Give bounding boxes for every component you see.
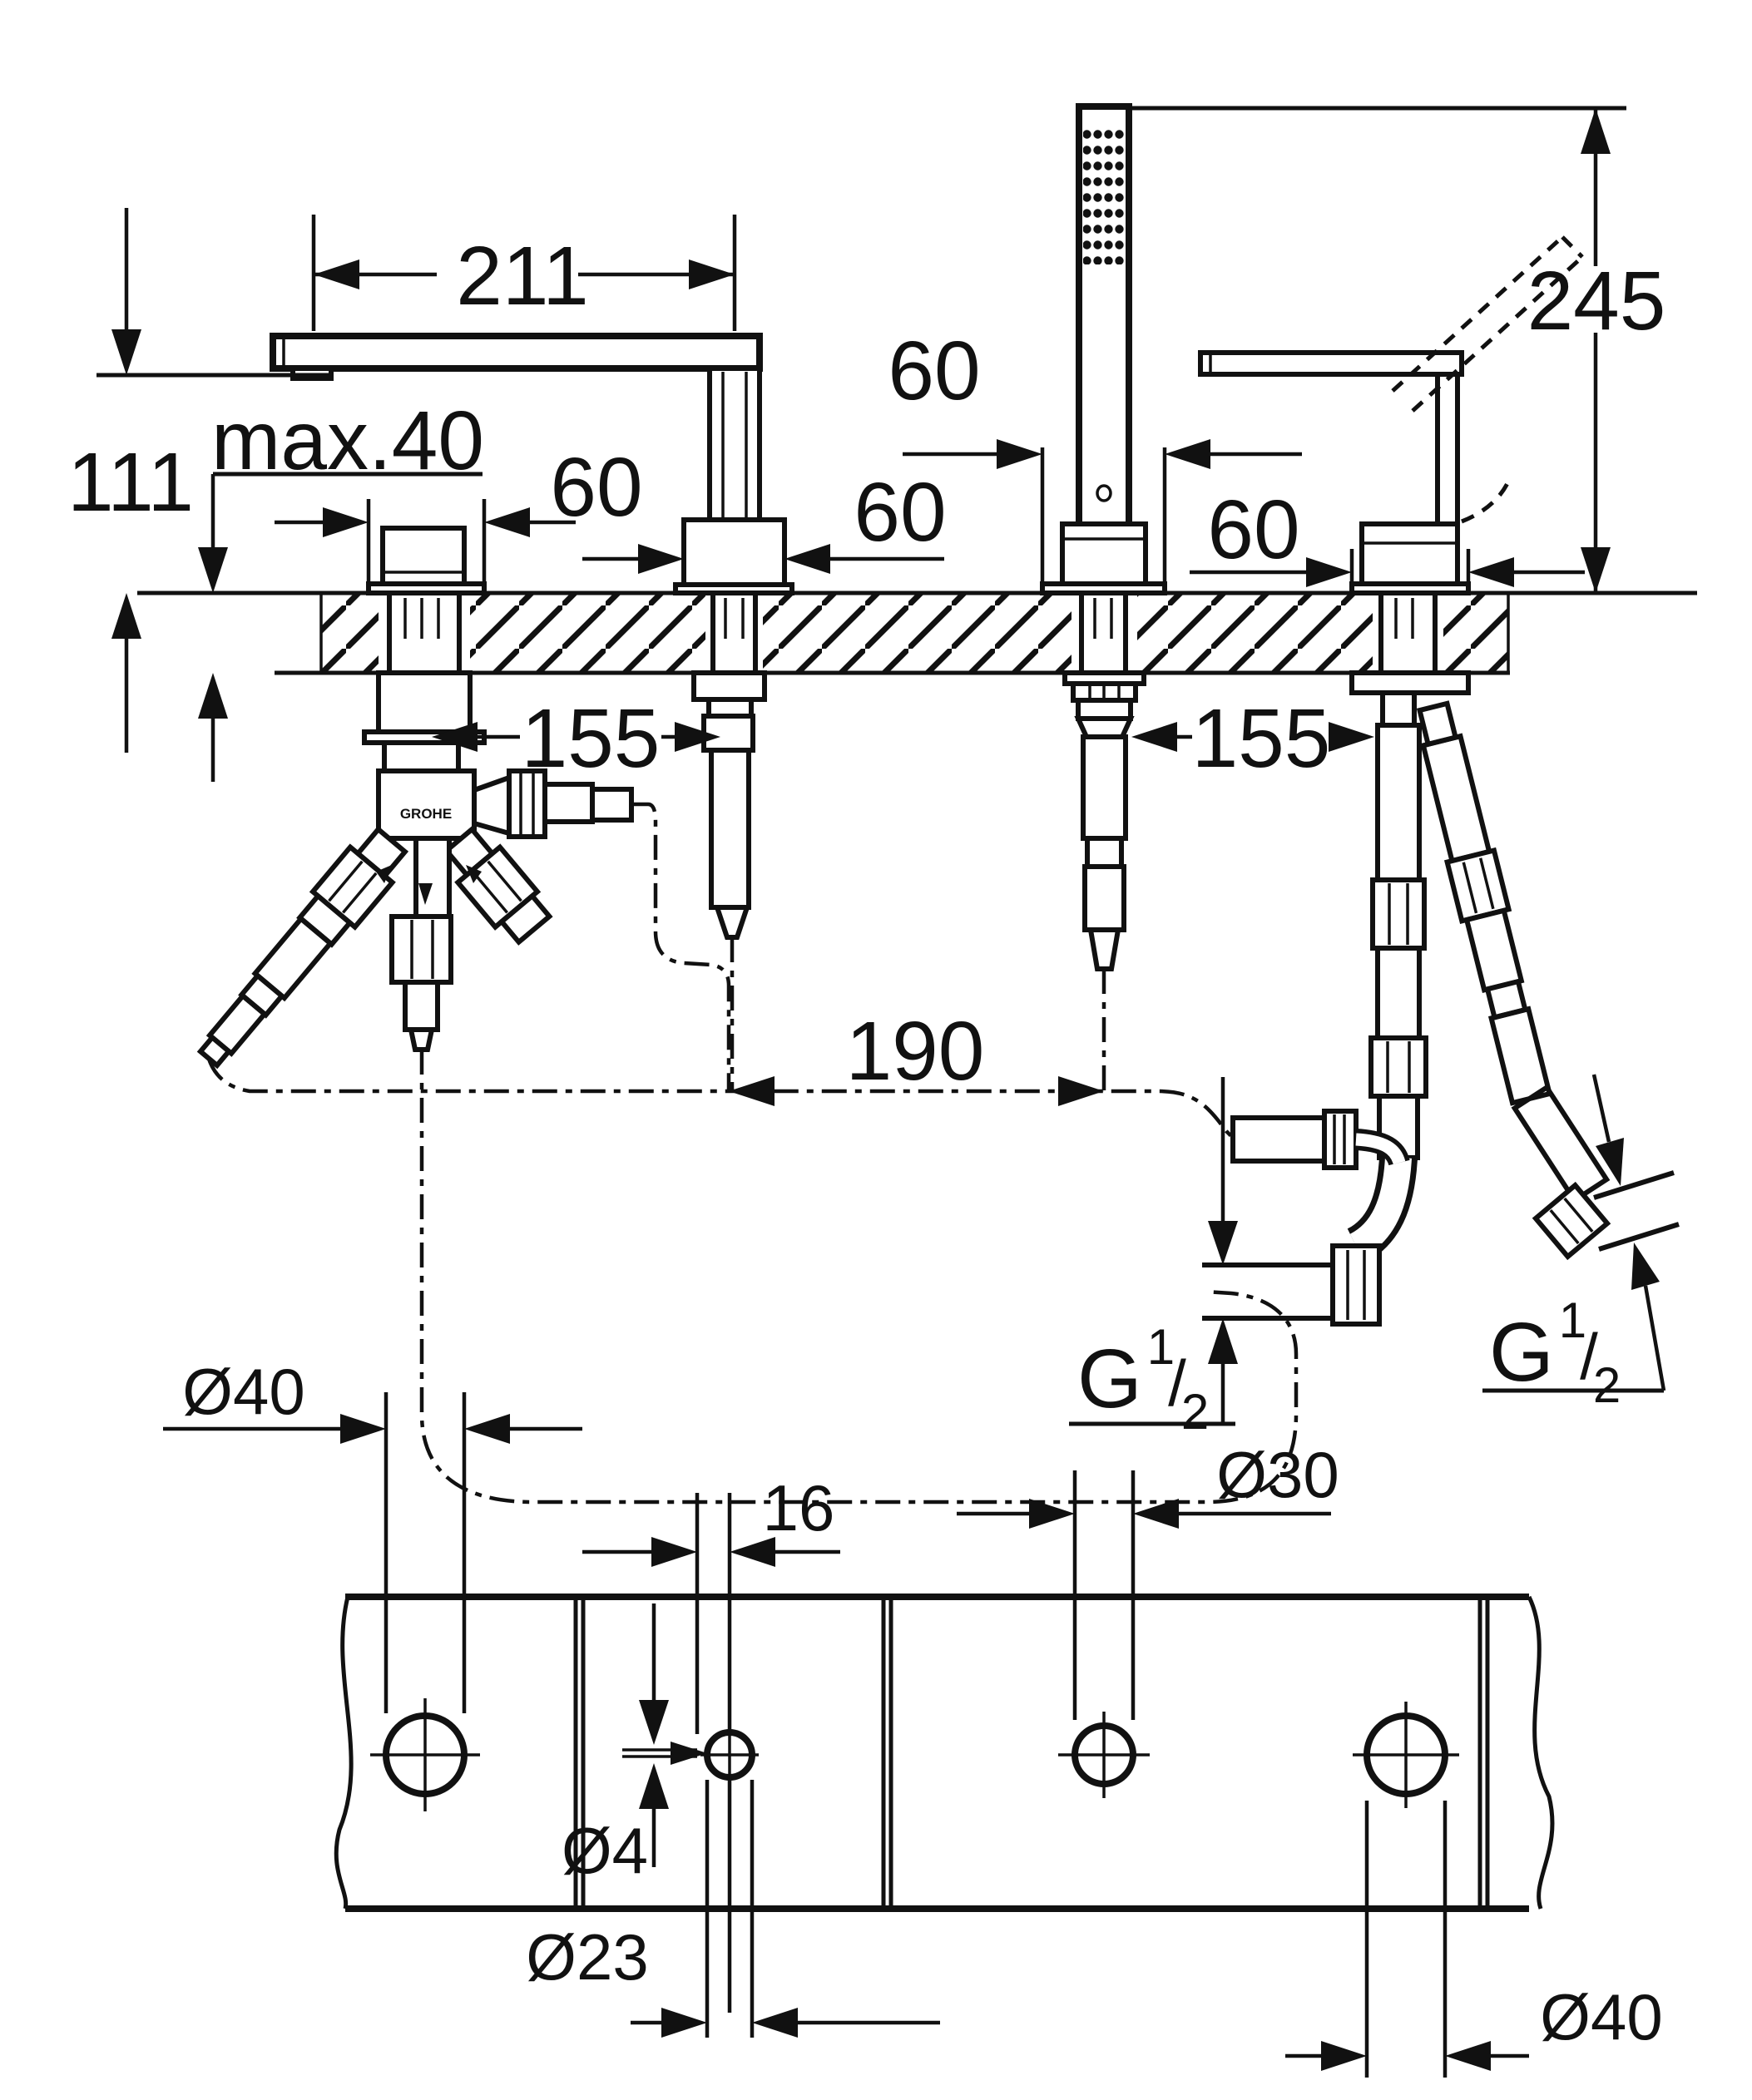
shower-shank [1079, 590, 1128, 675]
routing-chain-line [206, 1058, 1233, 1138]
hose-end-fitting-middle [1230, 1109, 1410, 1170]
dim-hole-spout-label: Ø23 [526, 1920, 648, 1994]
valve-left-wing-hose [196, 825, 409, 1070]
dim-max40: max.40 [198, 394, 484, 782]
hose-routing-centerlines [206, 802, 1299, 1505]
valve-locknut [376, 670, 473, 734]
shower-hose-upper [1081, 734, 1128, 841]
valve-shank [387, 590, 462, 675]
mixer-body [1359, 521, 1460, 586]
spout-locknut [691, 670, 767, 702]
dim-190-label: 190 [846, 1005, 985, 1098]
spout-unit [270, 333, 794, 940]
dim-60-spout-label: 60 [854, 466, 946, 559]
dim-16-label: 16 [763, 1471, 835, 1544]
hole-spout [700, 1729, 759, 1781]
mixer-flange [1349, 670, 1471, 695]
routing-loop-line [419, 1050, 1299, 1505]
mixer-hose-2 [1416, 700, 1611, 1204]
g-half-left-union-nut [1330, 1243, 1382, 1327]
valve-body [376, 768, 477, 841]
mixer-unit [1198, 235, 1611, 1263]
mixer-lever [1198, 350, 1464, 377]
dim-60-valve-label: 60 [550, 441, 642, 534]
spout-hose [709, 748, 751, 910]
shower-hose-tip [1087, 927, 1121, 971]
valve-neck [382, 740, 461, 773]
shower-hose-nut [1076, 698, 1133, 721]
valve-right-wing-fitting [443, 825, 553, 946]
mixer-lever-post [1435, 372, 1460, 526]
dim-211-label: 211 [456, 230, 588, 323]
dim-155-right: 155 [1131, 692, 1374, 785]
hole-shower [1058, 1712, 1150, 1798]
hole-valve [370, 1698, 480, 1811]
dim-hole-valve-40: Ø40 [163, 1355, 582, 1713]
deck-hatching [319, 593, 1510, 673]
template-panel-joints [573, 1597, 1490, 1909]
spout-base [681, 517, 787, 587]
valve-side-outlet [472, 768, 634, 839]
dim-155-left: 155 [432, 692, 720, 785]
spout-column [707, 366, 762, 522]
dim-245: 245 [1129, 106, 1666, 593]
shower-hose-lower [1082, 864, 1126, 932]
dim-hole-mixer-40: Ø40 [1285, 1801, 1663, 2078]
valve-flow-arrows [376, 865, 482, 905]
hole-mixer [1353, 1702, 1459, 1808]
spout-hose-collar [701, 714, 755, 753]
routing-side-outlet-line [634, 802, 731, 1091]
dim-111-label: 111 [67, 436, 194, 529]
dim-60-spout: 60 [582, 466, 947, 574]
template-right-break [1527, 1595, 1555, 1910]
spout-arm [270, 333, 763, 372]
g-half-right-connection [1532, 1170, 1680, 1261]
dim-155-left-label: 155 [522, 692, 661, 785]
dim-60-shower: 60 [888, 324, 1302, 582]
template-left-break [334, 1596, 354, 1910]
drilling-template [334, 1594, 1555, 1912]
valve-center-hose [389, 836, 453, 1052]
shower-button [1096, 484, 1112, 502]
dim-hole-valve-label: Ø40 [182, 1355, 304, 1428]
dim-hole-shower-30: Ø30 [957, 1438, 1339, 1720]
valve-unit: GROHE [196, 526, 634, 1070]
dim-hole-mixer-label: Ø40 [1540, 1980, 1662, 2053]
shower-holder [1060, 521, 1148, 586]
dim-111: 111 [67, 208, 333, 753]
dim-60-mixer: 60 [1190, 483, 1585, 587]
dim-60-shower-label: 60 [888, 324, 980, 418]
dim-hole-spout-23: Ø23 [526, 1780, 940, 2038]
spout-shank [710, 590, 758, 675]
mixer-lever-raised-phantom [1391, 235, 1584, 524]
dim-155-right-label: 155 [1192, 692, 1331, 785]
mixer-shank [1378, 590, 1438, 675]
deck-section [137, 590, 1697, 675]
g-half-left-connection [1202, 1243, 1382, 1327]
g-half-right-union-nut [1532, 1181, 1611, 1261]
dim-60-valve: 60 [275, 441, 643, 582]
dim-pilot-4: Ø4 [562, 1603, 707, 1887]
dim-pilot-label: Ø4 [562, 1814, 648, 1887]
mixer-hose-1 [1346, 690, 1428, 1263]
dim-hole-shower-label: Ø30 [1216, 1438, 1339, 1511]
dim-245-label: 245 [1527, 254, 1666, 348]
spout-hose-tip [713, 905, 751, 940]
dim-190: 190 [729, 1005, 1104, 1106]
dim-60-mixer-label: 60 [1207, 483, 1299, 576]
dim-16: 16 [582, 1471, 840, 2013]
dim-211: 211 [311, 215, 737, 331]
hand-shower-unit [1040, 103, 1167, 971]
valve-brand-text: GROHE [400, 806, 452, 822]
valve-knob [380, 526, 467, 586]
shower-spray-face [1083, 126, 1125, 264]
dim-max40-label: max.40 [211, 394, 484, 487]
